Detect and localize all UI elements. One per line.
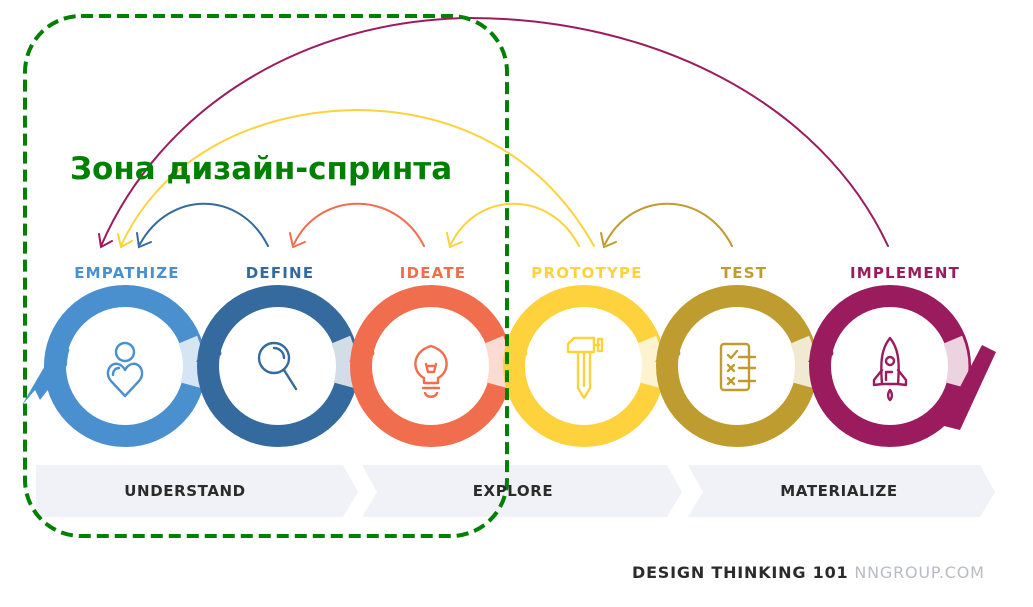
arrowhead-define [136, 232, 152, 249]
ring-empathize [22, 285, 206, 447]
stage-label-empathize: EMPATHIZE [74, 264, 180, 282]
footer-title: DESIGN THINKING 101 [632, 563, 849, 582]
lightbulb-icon [414, 344, 448, 398]
stage-label-ideate: IDEATE [399, 264, 467, 282]
arrowhead-implement [98, 233, 113, 249]
phase-label-understand: UNDERSTAND [124, 482, 246, 500]
stage-label-test: TEST [720, 264, 768, 282]
phase-band-understand [36, 465, 358, 517]
arrowhead-prototype-ideate [446, 232, 463, 249]
arc-test-to-prototype [604, 202, 733, 247]
footer-site: NNGROUP.COM [854, 563, 985, 582]
phase-band-explore [362, 465, 682, 517]
stage-icons [106, 336, 908, 402]
phase-band-materialize [688, 465, 995, 517]
stage-label-define: DEFINE [245, 264, 315, 282]
stage-label-implement: IMPLEMENT [849, 264, 961, 282]
stage-label-prototype: PROTOTYPE [531, 264, 643, 282]
person-heart-icon [106, 341, 144, 398]
arrowhead-test [600, 232, 617, 249]
phase-bands [36, 465, 995, 517]
ring-test [655, 285, 818, 447]
arc-prototype-to-empathize [120, 108, 595, 247]
ring-define [196, 285, 359, 447]
arc-ideate-to-define [293, 202, 425, 247]
hammer-pencil-icon [566, 336, 604, 400]
sprint-zone-frame [23, 14, 509, 538]
arc-define-to-empathize [139, 202, 269, 247]
phase-label-materialize: MATERIALIZE [780, 482, 898, 500]
ring-ideate [349, 285, 512, 447]
ring-implement [808, 285, 996, 447]
feedback-arcs [98, 16, 889, 249]
rocket-icon [872, 336, 908, 402]
sprint-zone-title: Зона дизайн-спринта [70, 151, 453, 187]
arrowhead-ideate [289, 232, 306, 249]
footer-credit: DESIGN THINKING 101 NNGROUP.COM [632, 563, 985, 582]
checklist-icon [719, 342, 757, 392]
arc-implement-to-empathize [100, 16, 889, 247]
arrowhead-prototype-empathize [117, 233, 133, 249]
phase-label-explore: EXPLORE [472, 482, 554, 500]
arc-prototype-to-ideate [450, 202, 580, 247]
stage-rings [22, 285, 996, 447]
magnifier-icon [257, 341, 298, 391]
